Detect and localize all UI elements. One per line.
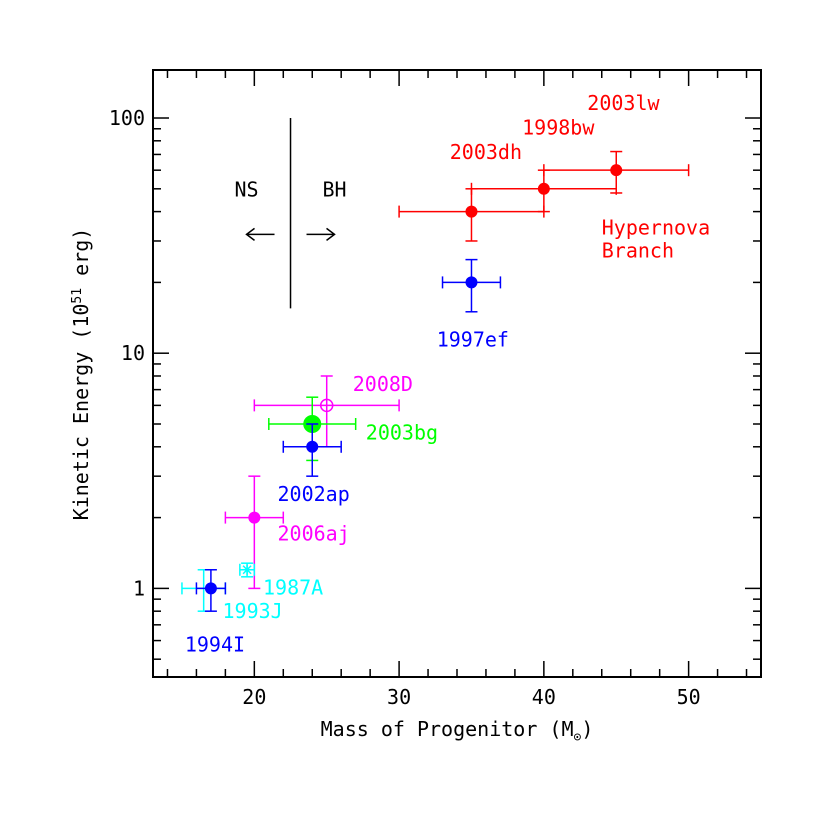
- data-point: [239, 562, 256, 578]
- point-label: 1998bw: [522, 116, 595, 140]
- marker-dot: [537, 182, 550, 195]
- bh-label: BH: [322, 177, 346, 201]
- data-point: [441, 258, 502, 313]
- point-label: 1987A: [263, 576, 323, 600]
- marker-dot: [610, 164, 623, 177]
- x-tick-label: 30: [387, 685, 411, 709]
- point-label: 2003bg: [366, 420, 438, 444]
- x-axis-label: Mass of Progenitor (M⊙): [321, 717, 594, 745]
- ns-bh-boundary: NS BH: [234, 118, 347, 309]
- data-point: [470, 169, 617, 213]
- axis-tick-labels: 20 30 40 50 1 10 100: [109, 106, 701, 709]
- point-label: 1997ef: [437, 327, 509, 351]
- data-points: [181, 150, 690, 612]
- data-point: [398, 188, 545, 242]
- marker-dot: [465, 276, 478, 289]
- marker-star-icon: [242, 564, 253, 575]
- point-label: 2008D: [353, 372, 413, 396]
- y-axis-label-superscript: 51: [70, 288, 85, 304]
- point-label: 1993J: [222, 599, 282, 623]
- point-label: 2006aj: [277, 521, 349, 545]
- data-point: [195, 569, 227, 612]
- point-label: 2002ap: [277, 482, 349, 506]
- data-point: [282, 423, 342, 477]
- y-tick-label: 10: [121, 341, 145, 365]
- marker-dot: [204, 582, 217, 595]
- ns-arrow-icon: [245, 227, 275, 241]
- point-label: Branch: [602, 239, 674, 263]
- data-point: [253, 375, 400, 448]
- x-tick-label: 20: [242, 685, 266, 709]
- y-axis-label: Kinetic Energy (1051 erg): [69, 228, 93, 521]
- x-axis-label-subscript: ⊙: [574, 730, 582, 745]
- marker-dot: [248, 511, 261, 524]
- point-label: Hypernova: [602, 215, 710, 239]
- bh-arrow-icon: [306, 227, 336, 241]
- point-label: 2003dh: [450, 140, 522, 164]
- x-tick-label: 40: [532, 685, 556, 709]
- ns-label: NS: [234, 177, 258, 201]
- axis-ticks: [153, 70, 761, 677]
- y-tick-label: 100: [109, 106, 145, 130]
- marker-dot: [306, 440, 319, 453]
- x-tick-label: 50: [677, 685, 701, 709]
- point-label: 1994I: [185, 632, 245, 656]
- point-label: 2003lw: [587, 91, 660, 115]
- y-tick-label: 1: [133, 576, 145, 600]
- marker-dot: [465, 205, 478, 218]
- marker-open-circle: [319, 398, 334, 413]
- data-point: [181, 569, 227, 612]
